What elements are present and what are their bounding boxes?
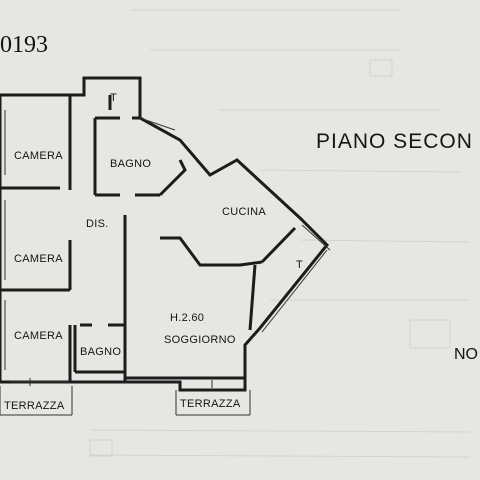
terrace-label-top: T xyxy=(110,92,118,104)
floor-label: PIANO SECON xyxy=(316,130,473,153)
room-camera-3: CAMERA xyxy=(14,330,63,342)
room-cucina: CUCINA xyxy=(222,206,266,218)
room-camera-1: CAMERA xyxy=(14,150,63,162)
terrace-2: TERRAZZA xyxy=(180,398,241,410)
room-dis: DIS. xyxy=(86,218,109,230)
room-camera-2: CAMERA xyxy=(14,253,63,265)
document-number: 0193 xyxy=(0,32,48,58)
room-soggiorno: SOGGIORNO xyxy=(164,334,236,346)
terrace-label-right: T xyxy=(296,259,304,271)
height-label: H.2.60 xyxy=(170,312,205,324)
room-bagno-2: BAGNO xyxy=(80,346,122,358)
terrace-1: TERRAZZA xyxy=(4,400,65,412)
north-label: NO xyxy=(454,346,478,363)
room-bagno-1: BAGNO xyxy=(110,158,152,170)
